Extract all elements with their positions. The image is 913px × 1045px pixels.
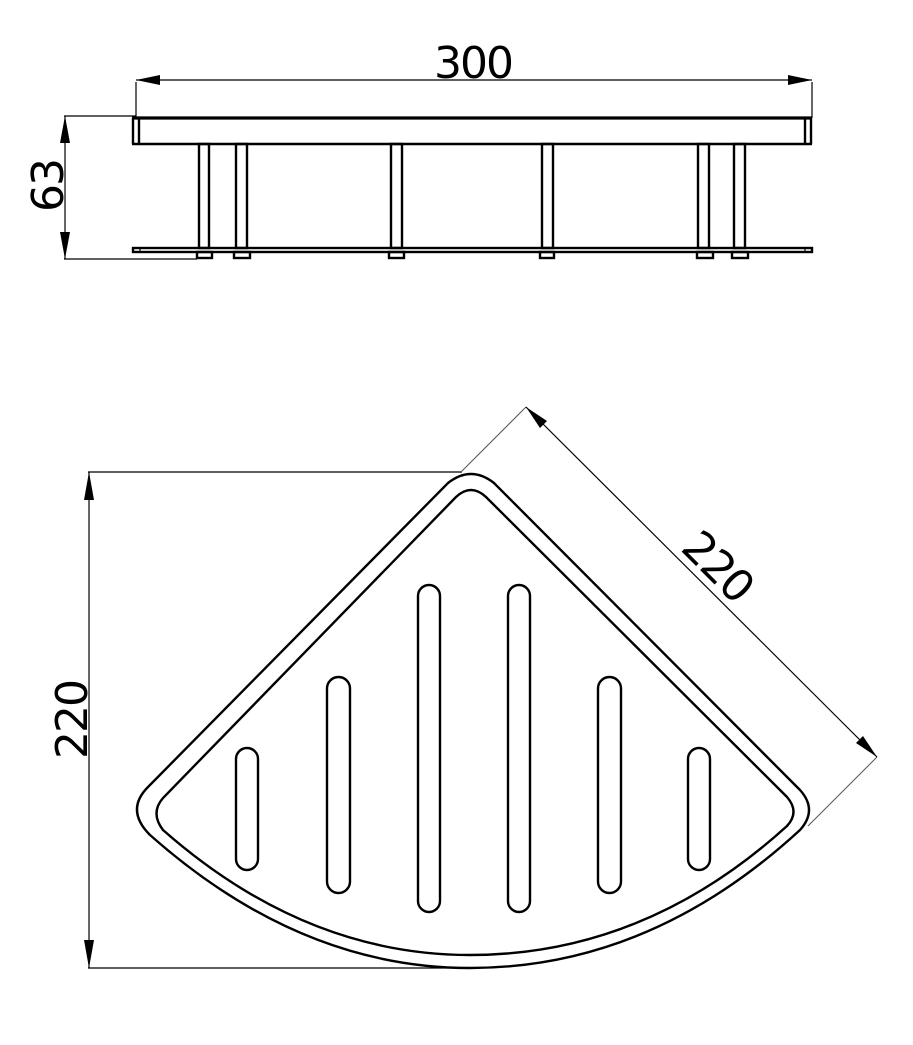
arrowhead-top-icon [84, 472, 94, 500]
legs [197, 142, 747, 250]
leg [540, 142, 555, 250]
foot [195, 250, 214, 260]
drainage-slots [234, 583, 712, 914]
arrowhead-bottom-icon [84, 940, 94, 968]
slot [416, 583, 442, 914]
top-rail [131, 116, 813, 146]
width-dimension-label: 300 [434, 38, 512, 89]
plan-side-dimension: 220 [460, 406, 878, 827]
front-view: 300 63 [23, 38, 814, 260]
basket-outer-rim [135, 472, 811, 970]
plan-side-dimension-label: 220 [672, 521, 763, 612]
plan-height-dimension-label: 220 [47, 681, 98, 759]
arrowhead-left-icon [136, 75, 160, 85]
height-dimension-label: 63 [23, 160, 74, 212]
slot [234, 746, 260, 872]
slot [325, 675, 352, 895]
foot [387, 250, 406, 260]
arrowhead-top-icon [526, 407, 547, 428]
slot [506, 583, 532, 914]
height-dimension: 63 [23, 115, 197, 260]
arrowhead-top-icon [60, 116, 70, 143]
bottom-plate [131, 246, 814, 254]
extension-line-bottom [807, 756, 878, 827]
leg [234, 142, 249, 250]
basket-inner-rim [155, 488, 795, 957]
leg [197, 142, 211, 250]
arrowhead-bottom-icon [856, 736, 877, 757]
leg [732, 142, 747, 250]
foot [232, 250, 252, 260]
width-dimension: 300 [135, 38, 813, 118]
leg [696, 142, 711, 250]
plan-height-dimension: 220 [47, 471, 470, 969]
feet [195, 250, 750, 260]
arrowhead-bottom-icon [60, 232, 70, 259]
leg [389, 142, 404, 250]
slot [596, 675, 623, 895]
foot [695, 250, 715, 260]
foot [538, 250, 556, 260]
slot [686, 746, 712, 872]
foot [730, 250, 750, 260]
dimension-line [525, 406, 878, 758]
extension-line-top [460, 406, 527, 473]
arrowhead-right-icon [788, 75, 812, 85]
plan-view: 220 220 [47, 406, 878, 970]
